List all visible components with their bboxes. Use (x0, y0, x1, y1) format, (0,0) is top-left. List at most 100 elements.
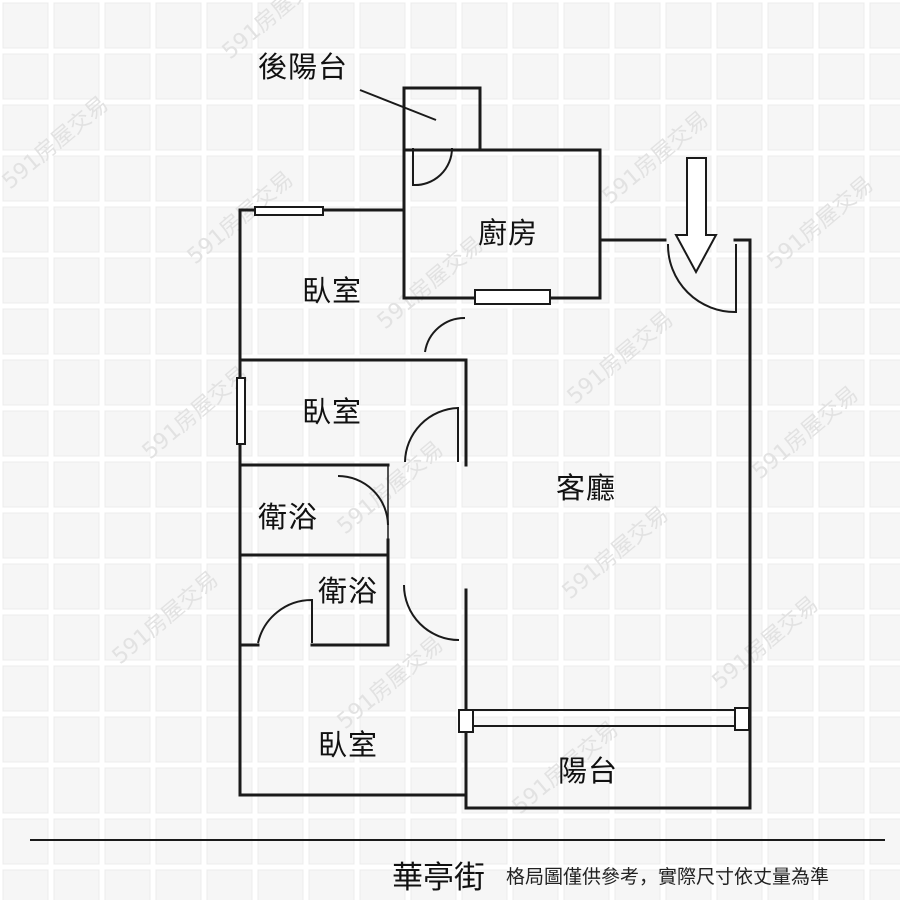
room-label-bedroom-2: 臥室 (302, 395, 363, 429)
grid-tile (155, 614, 202, 661)
grid-tile (716, 461, 763, 508)
grid-tile (563, 410, 610, 457)
grid-tile (410, 818, 457, 865)
grid-tile (512, 716, 559, 763)
grid-tile (614, 410, 661, 457)
grid-tile (155, 206, 202, 253)
grid-tile (359, 206, 406, 253)
grid-tile (206, 512, 253, 559)
grid-tile (53, 308, 100, 355)
grid-tile (206, 53, 253, 100)
grid-tile (359, 2, 406, 49)
grid-tile (614, 155, 661, 202)
grid-tile (767, 308, 814, 355)
grid-tile (614, 257, 661, 304)
grid-tile (2, 410, 49, 457)
grid-tile (563, 308, 610, 355)
grid-tile (53, 257, 100, 304)
grid-tile (818, 461, 865, 508)
grid-tile (2, 461, 49, 508)
grid-tile (308, 818, 355, 865)
grid-tile (869, 818, 900, 865)
grid-tile (206, 257, 253, 304)
grid-tile (461, 308, 508, 355)
grid-tile (359, 359, 406, 406)
grid-tile (716, 104, 763, 151)
grid-tile (767, 767, 814, 814)
grid-tile (410, 257, 457, 304)
grid-tile (869, 155, 900, 202)
back-balcony-walls (402, 86, 482, 152)
grid-tile (2, 818, 49, 865)
street-name: 華亭街 (392, 860, 485, 896)
grid-tile (818, 410, 865, 457)
room-label-kitchen: 廚房 (478, 216, 539, 250)
grid-tile (359, 818, 406, 865)
grid-tile (206, 869, 253, 900)
grid-tile (410, 665, 457, 712)
grid-tile (614, 818, 661, 865)
grid-tile (155, 461, 202, 508)
grid-tile (665, 53, 712, 100)
grid-tile (665, 2, 712, 49)
grid-tile (410, 359, 457, 406)
grid-tile (104, 614, 151, 661)
grid-tile (869, 2, 900, 49)
grid-tile (206, 716, 253, 763)
grid-tile (206, 2, 253, 49)
grid-tile (512, 512, 559, 559)
grid-tile (665, 716, 712, 763)
grid-tile (53, 155, 100, 202)
room-label-bedroom-3: 臥室 (318, 728, 379, 762)
grid-tile (869, 563, 900, 610)
grid-tile (869, 512, 900, 559)
grid-tile (461, 614, 508, 661)
grid-tile (869, 716, 900, 763)
grid-tile (818, 614, 865, 661)
grid-tile (614, 104, 661, 151)
grid-tile (512, 563, 559, 610)
grid-tile (155, 716, 202, 763)
grid-tile (512, 308, 559, 355)
grid-tile (104, 665, 151, 712)
grid-tile (818, 2, 865, 49)
room-label-back-balcony: 後陽台 (258, 50, 349, 84)
grid-tile (53, 563, 100, 610)
grid-tile (563, 614, 610, 661)
grid-tile (461, 410, 508, 457)
room-label-balcony: 陽台 (558, 754, 619, 788)
grid-tile (2, 53, 49, 100)
grid-tile (869, 53, 900, 100)
grid-tile (767, 818, 814, 865)
grid-tile (461, 869, 508, 900)
grid-tile (308, 665, 355, 712)
grid-tile (818, 716, 865, 763)
grid-tile (410, 869, 457, 900)
grid-tile (308, 410, 355, 457)
grid-tile (308, 767, 355, 814)
grid-tile (767, 155, 814, 202)
grid-tile (512, 869, 559, 900)
grid-tile (359, 257, 406, 304)
grid-tile (767, 512, 814, 559)
grid-tile (359, 767, 406, 814)
grid-tile (206, 104, 253, 151)
bedroom3-door (403, 584, 460, 641)
grid-tile (818, 359, 865, 406)
grid-tile (155, 767, 202, 814)
grid-tile (308, 155, 355, 202)
kitchen-window (474, 289, 551, 305)
grid-tile (869, 257, 900, 304)
grid-tile (614, 308, 661, 355)
grid-tile (155, 257, 202, 304)
grid-tile (155, 308, 202, 355)
grid-tile (818, 53, 865, 100)
entrance-arrow-icon (674, 157, 718, 275)
grid-tile (716, 767, 763, 814)
grid-tile (257, 257, 304, 304)
bedroom2-window (236, 377, 246, 445)
grid-tile (818, 563, 865, 610)
grid-tile (818, 665, 865, 712)
grid-tile (2, 716, 49, 763)
grid-tile (155, 359, 202, 406)
